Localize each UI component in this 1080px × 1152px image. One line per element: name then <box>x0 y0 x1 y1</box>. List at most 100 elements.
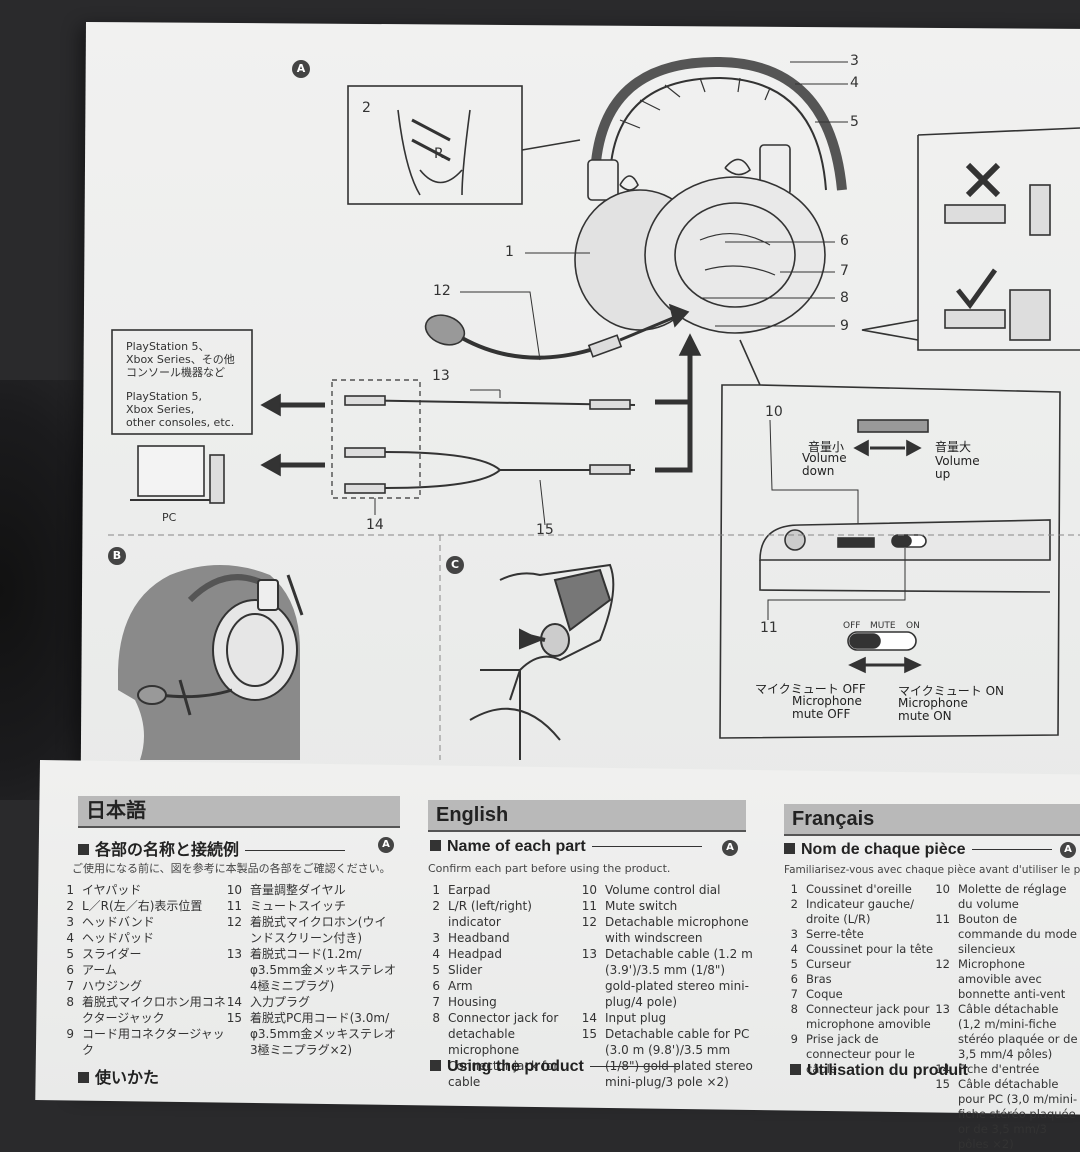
callout-3: 3 <box>850 53 859 69</box>
slider-left <box>587 159 619 201</box>
english-parts-heading: Name of each part <box>430 838 702 856</box>
french-parts-heading: Nom de chaque pièce <box>784 841 1052 859</box>
callout-13: 13 <box>432 368 450 384</box>
mic-mute-on-en: Microphone mute ON <box>898 696 968 723</box>
inset-lr-box <box>347 85 523 205</box>
english-usage-heading: Using the product <box>430 1058 680 1076</box>
mic-mute-on-jp: マイクミュート ON <box>898 684 1004 698</box>
figure-c-badge: C <box>446 556 464 574</box>
callout-4: 4 <box>850 75 859 91</box>
japanese-parts-heading: 各部の名称と接続例 <box>78 836 346 860</box>
callout-1: 1 <box>505 244 514 260</box>
housing-right <box>644 176 826 334</box>
en-figure-a-ref: A <box>722 840 738 856</box>
english-section-title: English <box>428 800 746 832</box>
figure-a-badge: A <box>292 60 310 78</box>
pc-monitor-icon <box>137 445 205 497</box>
japanese-section-title: 日本語 <box>78 796 400 828</box>
fr-figure-a-ref: A <box>1060 842 1076 858</box>
input-plug-box <box>331 379 421 499</box>
volume-down-jp: 音量小 <box>808 440 845 454</box>
switch-pos-off: OFF <box>843 621 861 631</box>
switch-pos-on: ON <box>906 621 920 631</box>
callout-10: 10 <box>765 404 783 420</box>
french-intro: Familiarisez-vous avec chaque pièce avan… <box>784 864 1080 876</box>
french-section-title: Français <box>784 804 1080 836</box>
heading-square-icon <box>78 844 89 855</box>
callout-6: 6 <box>840 233 849 249</box>
english-intro: Confirm each part before using the produ… <box>428 862 671 875</box>
heading-square-icon <box>78 1072 89 1083</box>
console-label-en: PlayStation 5, Xbox Series, other consol… <box>126 390 235 429</box>
parts-diagram <box>108 56 1080 760</box>
japanese-usage-heading: 使いかた <box>78 1064 159 1088</box>
callout-12: 12 <box>433 283 451 299</box>
figure-c-art <box>469 563 615 760</box>
volume-up-en: Volume up <box>935 454 980 481</box>
console-label-jp: PlayStation 5、 Xbox Series、その他 コンソール機器など <box>126 340 235 379</box>
japanese-intro: ご使用になる前に、図を参考に本製品の各部をご確認ください。 <box>72 862 391 875</box>
figure-b-badge: B <box>108 547 126 565</box>
inset-number: 2 <box>362 100 371 116</box>
inset-letter: R <box>434 146 444 162</box>
callout-14: 14 <box>366 517 384 533</box>
callout-8: 8 <box>840 290 849 306</box>
jp-figure-a-ref: A <box>378 837 394 853</box>
callout-7: 7 <box>840 263 849 279</box>
mic-mute-off-en: Microphone mute OFF <box>792 694 862 721</box>
console-box <box>111 329 253 435</box>
volume-dial-icon <box>857 419 929 433</box>
heading-square-icon <box>430 1060 441 1071</box>
headband-outer <box>590 56 847 191</box>
volume-down-en: Volume down <box>802 451 847 478</box>
heading-square-icon <box>430 840 441 851</box>
heading-square-icon <box>790 1064 801 1075</box>
callout-9: 9 <box>840 318 849 334</box>
callout-5: 5 <box>850 114 859 130</box>
pc-label: PC <box>162 511 177 524</box>
